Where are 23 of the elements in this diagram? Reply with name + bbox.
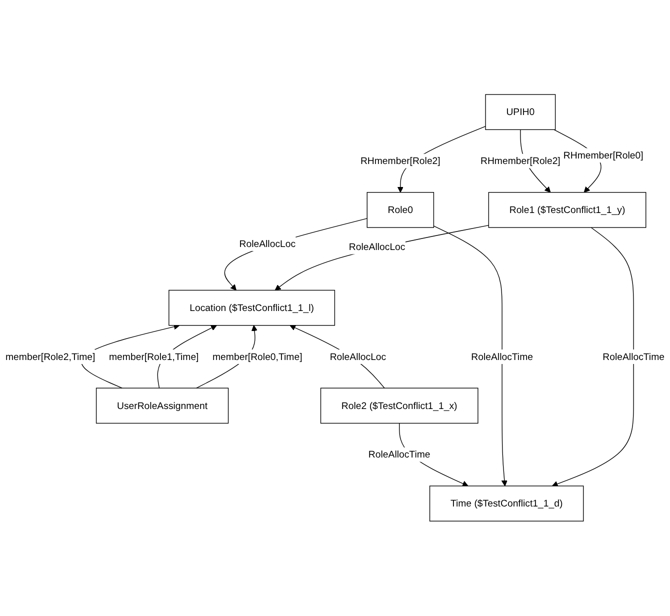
node-box: Time ($TestConflict1_1_d) bbox=[429, 486, 584, 522]
node-box: Location ($TestConflict1_1_l) bbox=[168, 290, 336, 326]
edge-label: RoleAllocLoc bbox=[348, 241, 406, 252]
node-box: UPIH0 bbox=[485, 94, 556, 130]
edge-label: RHmember[Role2] bbox=[360, 155, 440, 166]
arrow bbox=[552, 227, 634, 488]
edge-label: member[Role1,Time] bbox=[109, 351, 199, 362]
edge-label: RHmember[Role2] bbox=[480, 155, 560, 166]
node-box: UserRoleAssignment bbox=[96, 388, 229, 424]
edge-label: RoleAllocTime bbox=[471, 351, 533, 362]
edge-label: RoleAllocLoc bbox=[239, 238, 296, 250]
edge-label: member[Role2,Time] bbox=[6, 351, 96, 362]
edge-label: RoleAllocLoc bbox=[330, 351, 386, 362]
arrow bbox=[433, 226, 508, 486]
edge-label: RoleAllocTime bbox=[368, 448, 430, 460]
arrow bbox=[224, 218, 368, 291]
edge-label: RHmember[Role0] bbox=[563, 150, 644, 161]
node-box: Role2 ($TestConflict1_1_x) bbox=[320, 388, 478, 424]
node-box: Role0 bbox=[366, 192, 434, 228]
node-box: Role1 ($TestConflict1_1_y) bbox=[488, 192, 646, 228]
arrow bbox=[274, 225, 490, 291]
edge-label: member[Role0,Time] bbox=[212, 351, 302, 362]
edge-label: RoleAllocTime bbox=[602, 351, 664, 362]
